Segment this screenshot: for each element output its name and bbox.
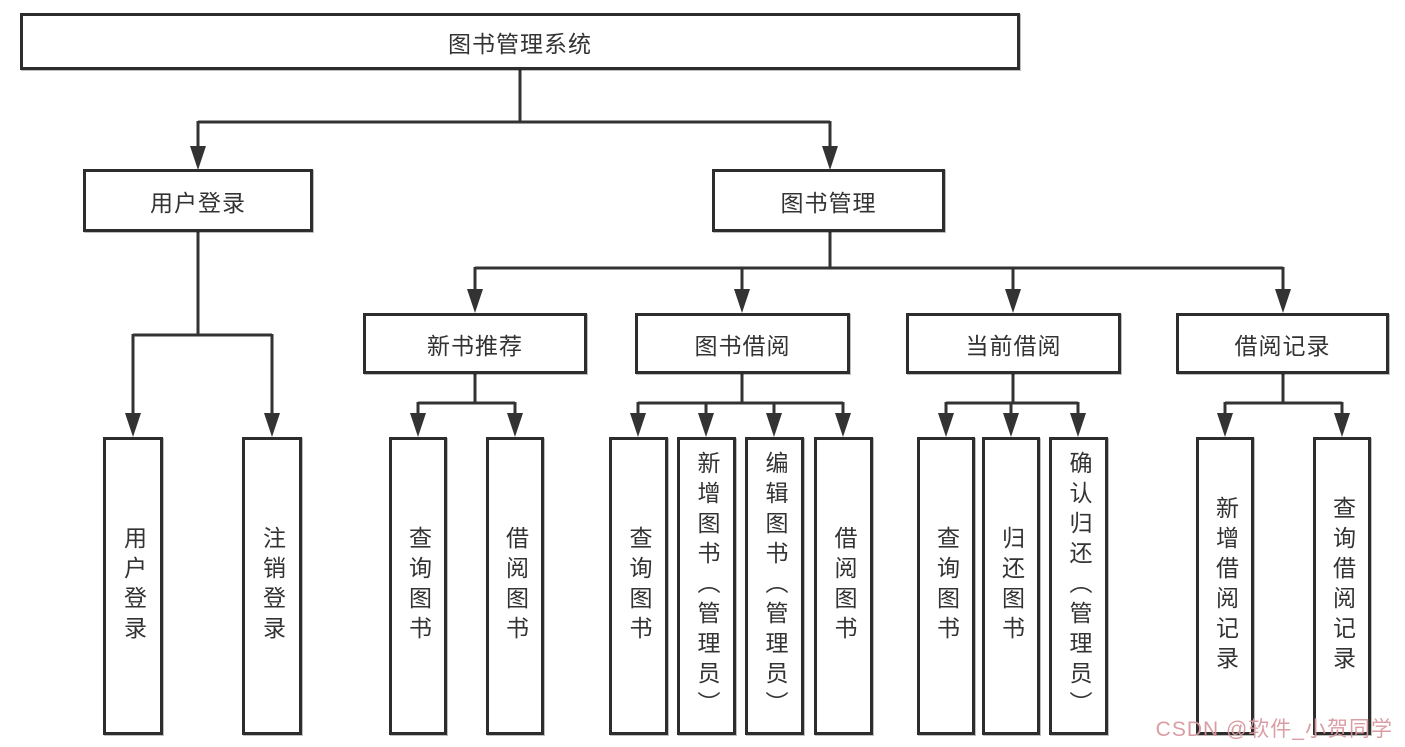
node-query-books-leaf: 查询图书 [917, 437, 975, 735]
node-label: 查询图书 [405, 526, 432, 646]
node-label: 注销登录 [259, 526, 286, 646]
node-book-borrowing: 图书借阅 [635, 313, 850, 374]
node-user-login-leaf: 用户登录 [103, 437, 163, 735]
node-label: 借阅图书 [831, 526, 857, 646]
node-query-books-leaf: 查询图书 [389, 437, 447, 735]
csdn-watermark: CSDN @软件_小贺同学 [1155, 718, 1393, 741]
node-label: 图书借阅 [694, 332, 791, 359]
node-logout-leaf: 注销登录 [242, 437, 302, 735]
node-new-book-recommendation: 新书推荐 [363, 313, 587, 374]
node-borrow-books-leaf: 借阅图书 [814, 437, 873, 735]
node-borrow-books-leaf: 借阅图书 [486, 437, 544, 735]
node-label: 查询借阅记录 [1329, 496, 1356, 676]
node-user-login: 用户登录 [83, 169, 313, 232]
node-label: 图书管理 [780, 189, 877, 216]
node-label: 用户登录 [120, 526, 147, 646]
node-label: 借阅图书 [502, 526, 529, 646]
node-label: 新书推荐 [427, 332, 523, 359]
node-label: 新增借阅记录 [1212, 496, 1239, 676]
node-label: 查询图书 [626, 526, 652, 646]
node-label: 当前借阅 [965, 332, 1062, 359]
node-add-borrow-record-leaf: 新增借阅记录 [1196, 437, 1254, 735]
node-label: 借阅记录 [1234, 332, 1331, 359]
node-confirm-return-admin-leaf: 确认归还（管理员） [1049, 437, 1108, 735]
node-edit-books-admin-leaf: 编辑图书（管理员） [745, 437, 804, 735]
node-label: 确认归还（管理员） [1066, 451, 1092, 721]
node-label: 用户登录 [150, 189, 246, 216]
node-label: 归还图书 [998, 526, 1025, 646]
node-library-management-system: 图书管理系统 [20, 13, 1020, 70]
node-return-books-leaf: 归还图书 [982, 437, 1040, 735]
node-label: 编辑图书（管理员） [762, 451, 788, 721]
node-label: 新增图书（管理员） [694, 451, 720, 721]
node-current-borrowing: 当前借阅 [906, 313, 1121, 374]
node-book-management: 图书管理 [712, 169, 945, 232]
node-label: 图书管理系统 [448, 30, 592, 57]
node-add-books-admin-leaf: 新增图书（管理员） [677, 437, 736, 735]
node-borrowing-records: 借阅记录 [1176, 313, 1389, 374]
node-query-borrow-record-leaf: 查询借阅记录 [1313, 437, 1371, 735]
node-label: 查询图书 [933, 526, 960, 646]
node-query-books-leaf: 查询图书 [609, 437, 668, 735]
